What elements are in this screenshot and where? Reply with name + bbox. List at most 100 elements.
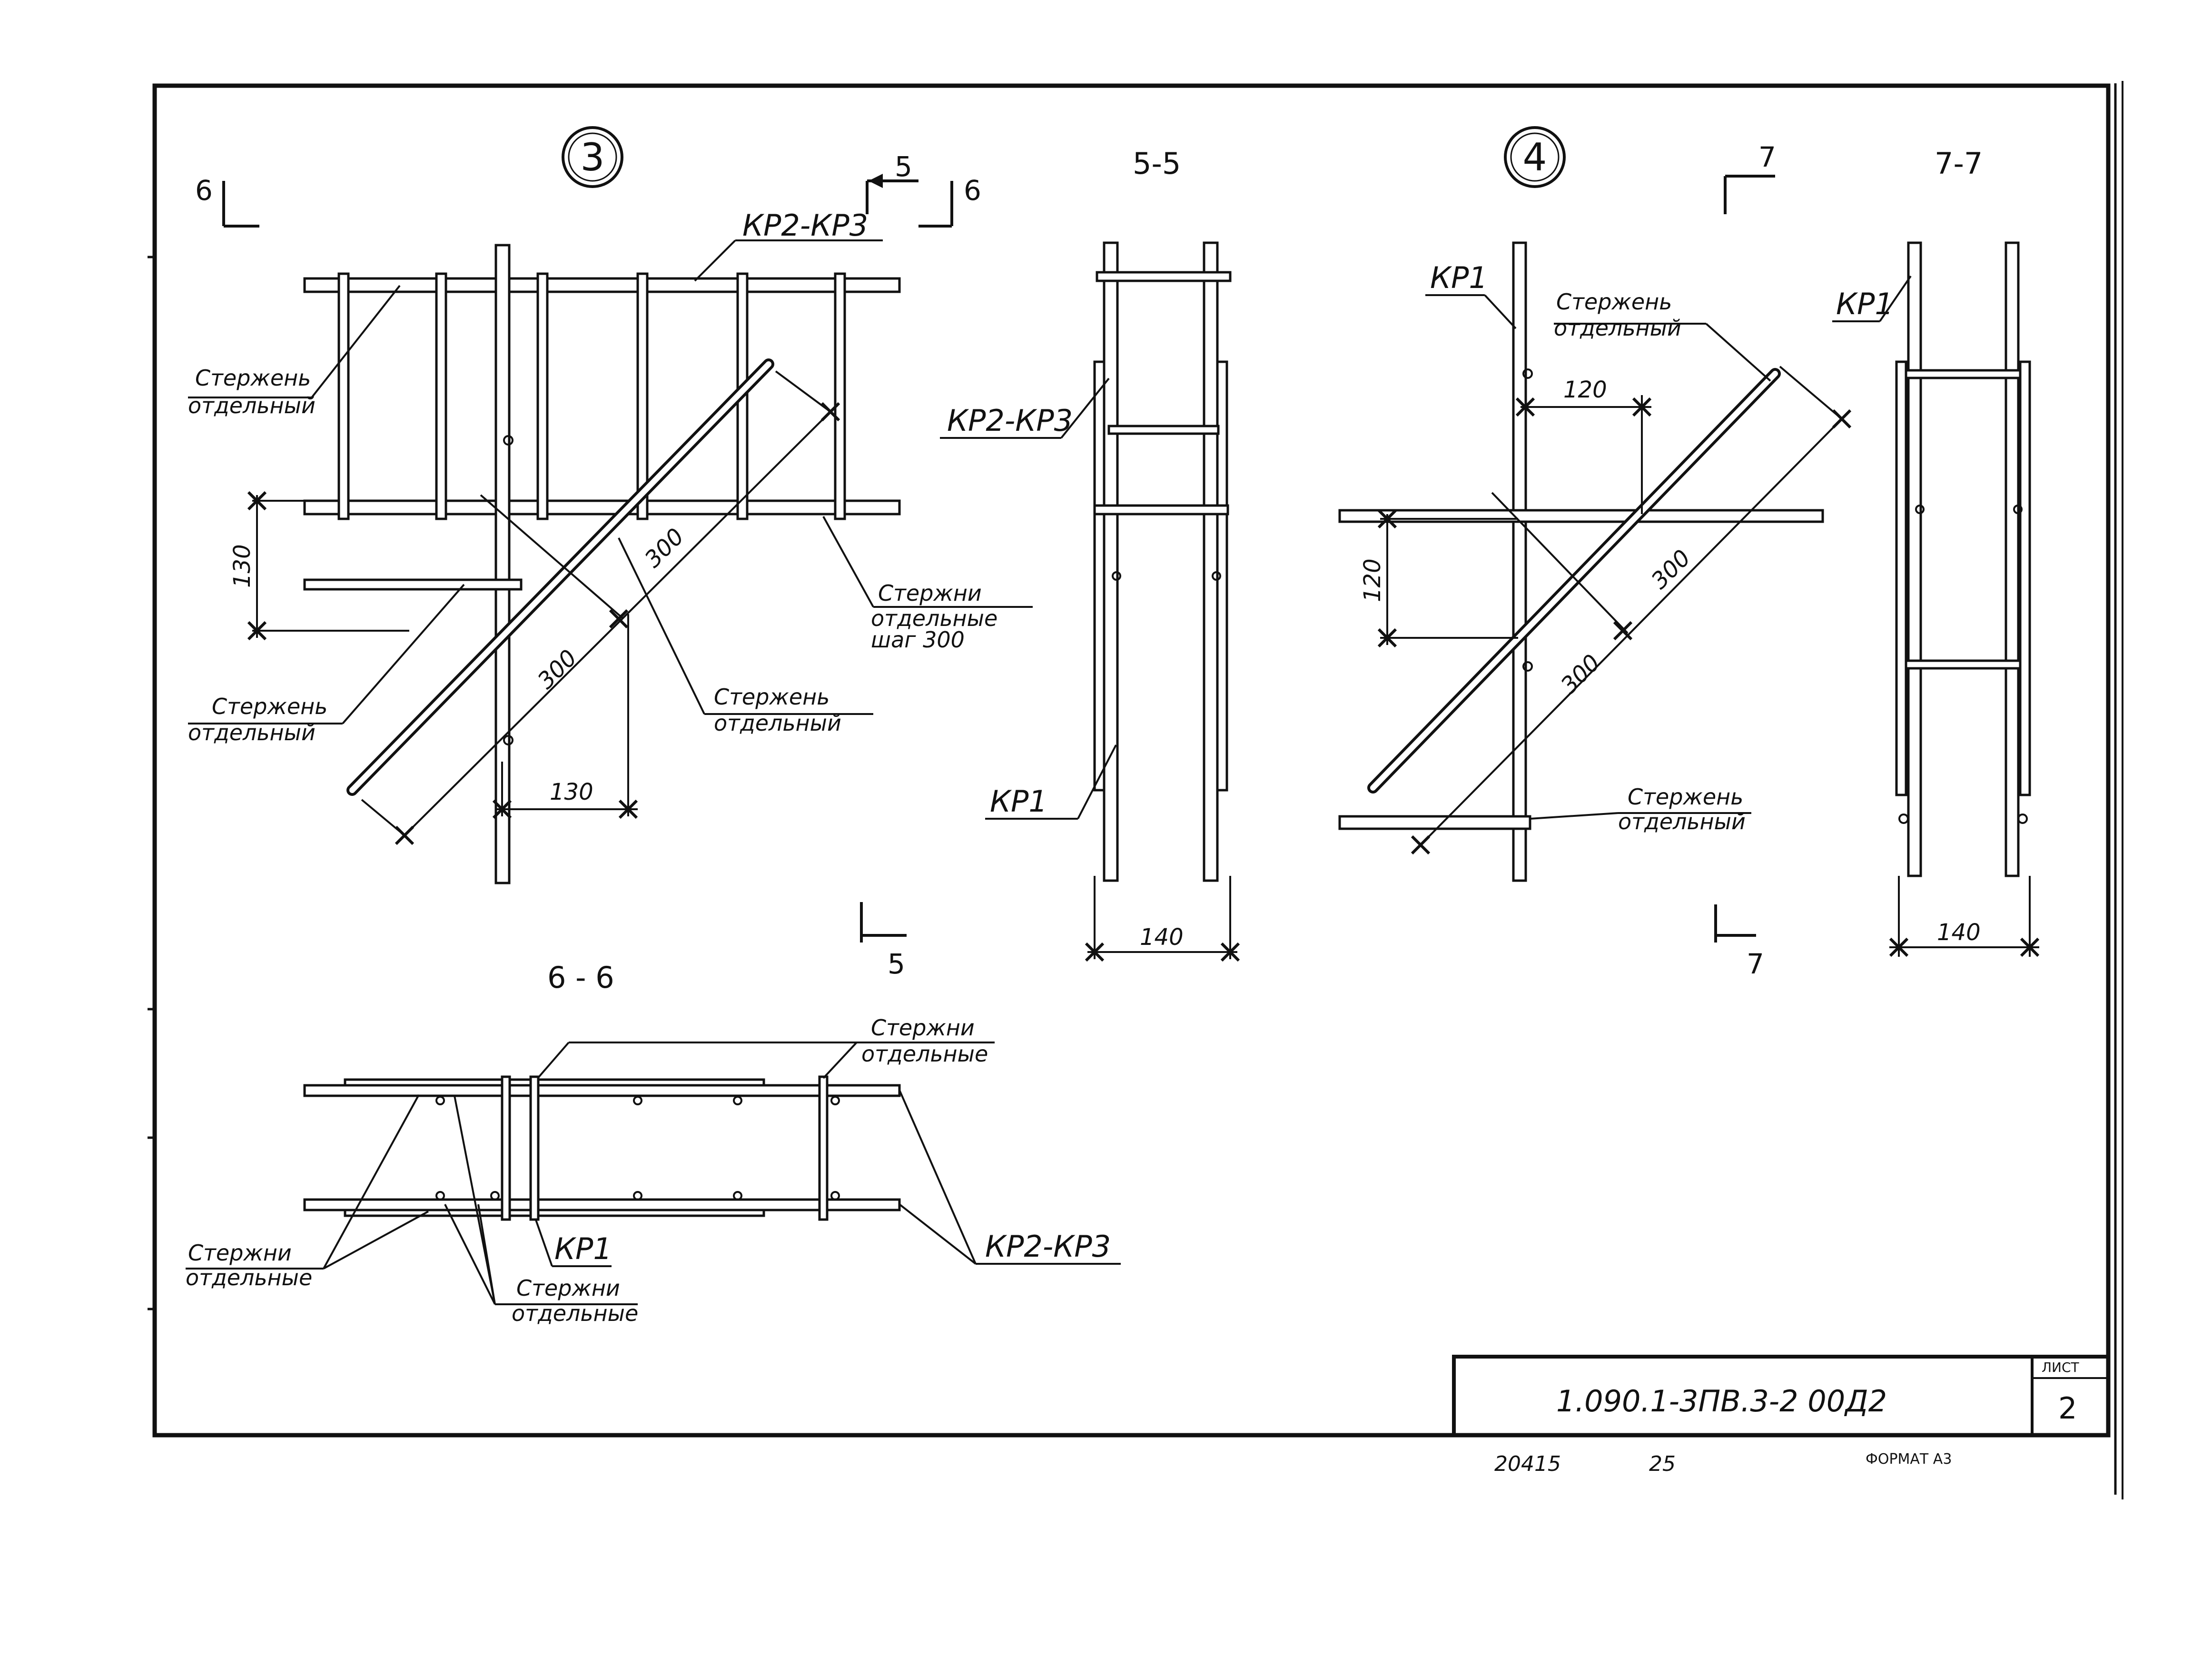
sheet-label: ЛИСТ [2042, 1359, 2080, 1375]
drawing-frame [148, 81, 2123, 1499]
section-7-7-title: 7-7 [1935, 146, 1983, 181]
section-mark-6-right: 6 [918, 174, 981, 228]
node-3-label: 3 [581, 135, 605, 179]
svg-text:отдельный: отдельный [188, 720, 316, 745]
svg-text:КР2-КР3: КР2-КР3 [947, 403, 1073, 438]
node-4-label: 4 [1523, 135, 1547, 179]
document-designation: 1.090.1-3ПВ.3-2 00Д2 [1556, 1384, 1887, 1419]
svg-text:Стержень: Стержень [1628, 784, 1743, 810]
svg-text:6: 6 [964, 174, 981, 207]
dim-130-horizontal: 130 [494, 614, 638, 818]
footer: 20415 25 ФОРМАТ А3 [1494, 1451, 1952, 1476]
svg-text:КР1: КР1 [1836, 287, 1894, 321]
kr1-left [1093, 360, 1106, 792]
svg-text:Стержень: Стержень [195, 365, 311, 391]
label-kr1-6-6: КР1 [534, 1218, 612, 1267]
svg-text:130: 130 [229, 544, 256, 588]
section-5-5-title: 5-5 [1133, 146, 1181, 181]
label-kr2-kr3-section-5-5: КР2-КР3 [940, 377, 1110, 439]
dim-300-diagonal-3: 300 300 [361, 370, 839, 844]
label-separate-rod-b: Стержень отдельный [188, 584, 465, 745]
svg-text:140: 140 [1937, 919, 1981, 946]
label-kr2-kr3-6-6: КР2-КР3 [899, 1090, 1121, 1265]
section-mark-6-left: 6 [195, 174, 259, 228]
section-5-5: 5-5 140 КР2-КР3 КР1 5 [860, 146, 1239, 980]
svg-text:отдельные: отдельные [186, 1265, 312, 1290]
svg-text:Стержень: Стержень [714, 684, 830, 710]
inventory-number: 20415 [1494, 1452, 1561, 1476]
view-3: 3 6 6 5 [188, 126, 1033, 884]
svg-text:5: 5 [888, 948, 905, 980]
svg-text:7: 7 [1758, 141, 1776, 173]
svg-text:КР1: КР1 [554, 1231, 612, 1266]
page-number: 25 [1649, 1452, 1676, 1476]
svg-text:отдельный: отдельный [188, 393, 316, 418]
section-mark-5-top: 5 [866, 150, 918, 214]
svg-text:130: 130 [550, 779, 593, 805]
svg-text:КР2-КР3: КР2-КР3 [985, 1229, 1111, 1264]
svg-text:120: 120 [1563, 377, 1607, 403]
label-kr2-kr3-view3: КР2-КР3 [694, 208, 883, 282]
svg-text:7: 7 [1747, 948, 1764, 980]
dim-140-section-5-5: 140 [1086, 876, 1239, 961]
label-kr1-section-5-5: КР1 [985, 744, 1117, 820]
label-separate-rod-a: Стержень отдельный [188, 285, 401, 418]
kr2-kr3-bottom-rail [303, 499, 901, 516]
section-mark-5-bottom: 5 [860, 902, 907, 980]
svg-text:300: 300 [1556, 649, 1605, 699]
svg-text:300: 300 [1646, 545, 1696, 594]
kr1-left-7-7 [1895, 360, 1907, 796]
label-separate-rod-4b: Стержень отдельный [1530, 784, 1751, 834]
title-block: 1.090.1-3ПВ.3-2 00Д2 ЛИСТ 2 [1452, 1355, 2110, 1437]
svg-text:300: 300 [533, 645, 582, 694]
svg-text:отдельный: отдельный [714, 710, 841, 736]
svg-text:отдельный: отдельный [1618, 809, 1746, 834]
svg-text:Стержень: Стержень [1556, 289, 1672, 315]
label-kr1-section-7-7: КР1 [1832, 275, 1912, 322]
svg-text:Стержни: Стержни [188, 1240, 292, 1266]
sheet-number: 2 [2058, 1391, 2077, 1426]
section-mark-7-top: 7 [1724, 141, 1776, 214]
kr2-kr3-top-rail [303, 277, 901, 293]
svg-text:шаг 300: шаг 300 [871, 627, 965, 653]
svg-text:Стержень: Стержень [212, 694, 327, 719]
section-6-6: 6 - 6 Стержни отдельные Стержни отдель [186, 960, 1121, 1326]
section-mark-7-bottom: 7 [1714, 904, 1764, 980]
svg-text:КР2-КР3: КР2-КР3 [742, 208, 868, 243]
label-separate-rod-4a: Стержень отдельный [1554, 289, 1771, 382]
dim-140-section-7-7: 140 [1889, 876, 2039, 957]
kr1-vertical-bar-4 [1512, 241, 1527, 882]
section-7-7: 7-7 140 КР1 [1832, 146, 2039, 957]
label-separate-rods-6-6-bottom: Стержни отдельные [444, 1095, 638, 1326]
svg-text:140: 140 [1140, 924, 1184, 951]
dim-120-horizontal: 120 [1517, 377, 1651, 514]
svg-text:6: 6 [195, 174, 213, 207]
svg-text:300: 300 [640, 523, 689, 573]
svg-text:КР1: КР1 [990, 784, 1047, 819]
svg-text:Стержни: Стержни [871, 1015, 975, 1041]
svg-text:120: 120 [1359, 558, 1386, 602]
separate-rod-bottom-4 [1338, 815, 1531, 830]
svg-text:КР1: КР1 [1430, 260, 1488, 295]
node-3-circle [562, 126, 623, 188]
dim-120-vertical: 120 [1359, 510, 1518, 646]
label-separate-rod-c: Стержень отдельный [618, 537, 873, 736]
format-label: ФОРМАТ А3 [1866, 1451, 1952, 1468]
label-separate-rods-6-6-top: Стержни отдельные [537, 1015, 995, 1079]
section-6-6-title: 6 - 6 [547, 960, 614, 995]
svg-text:отдельные: отдельные [512, 1300, 638, 1326]
svg-text:Стержни: Стержни [878, 580, 982, 606]
frame-verticals [337, 272, 846, 520]
svg-text:отдельный: отдельный [1554, 315, 1681, 341]
diagonal-rod-3 [349, 361, 771, 793]
svg-text:отдельные: отдельные [861, 1041, 988, 1067]
dim-300-diagonal-4: 300 300 [1412, 366, 1850, 853]
label-separate-rods-6-6-left: Стержни отдельные [186, 1094, 429, 1290]
diagonal-rod-4 [1370, 371, 1778, 791]
svg-text:Стержни: Стержни [516, 1275, 620, 1301]
node-4-circle [1504, 126, 1566, 188]
view-4: 4 7 120 120 [1338, 126, 1850, 980]
svg-text:5: 5 [895, 150, 912, 183]
label-separate-rods-step: Стержни отдельные шаг 300 [822, 516, 1033, 653]
